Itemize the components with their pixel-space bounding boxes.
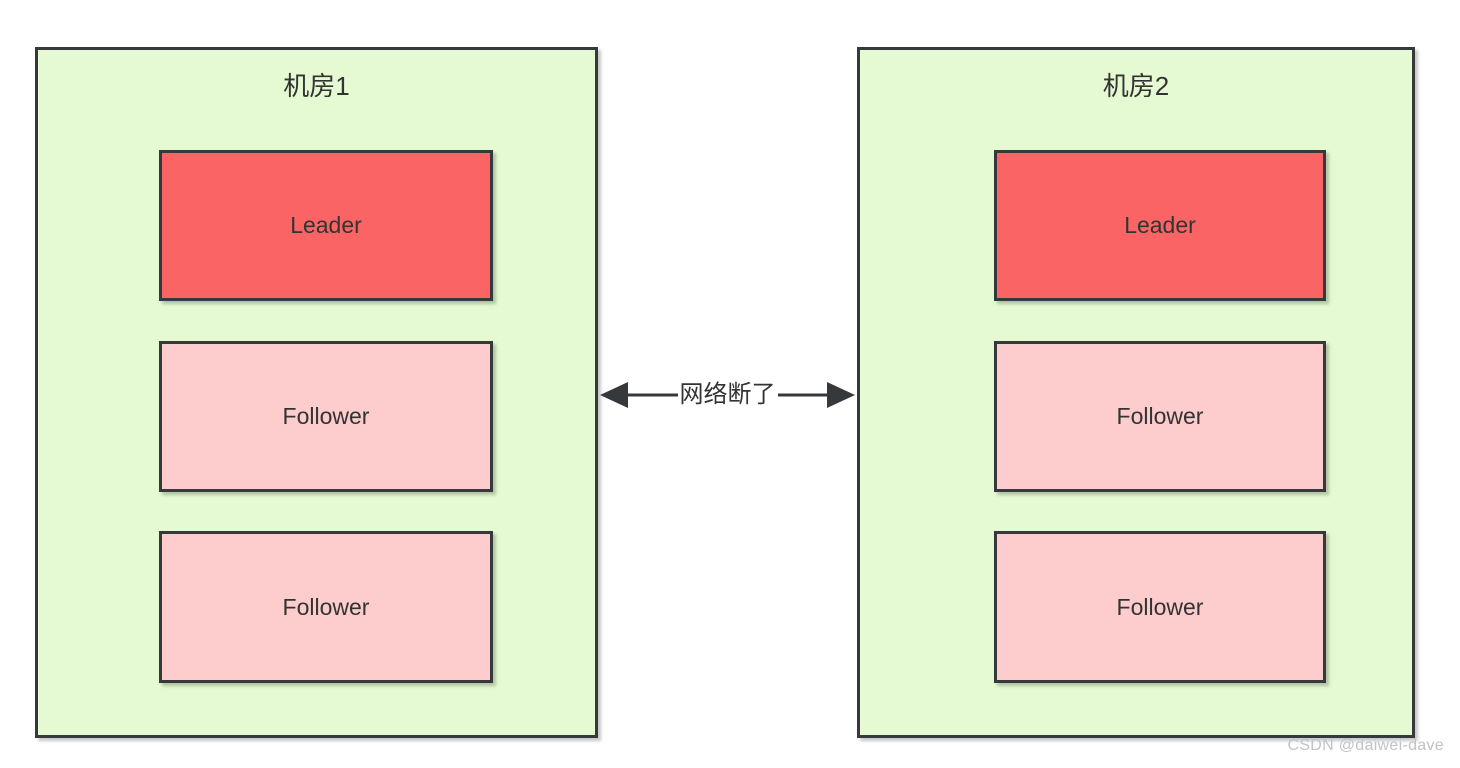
- datacenter-2-node-follower-2[interactable]: Follower: [994, 531, 1326, 683]
- node-label: Follower: [282, 593, 370, 620]
- datacenter-1-title: 机房1: [283, 71, 350, 101]
- node-label: Leader: [1124, 212, 1196, 238]
- datacenter-1-node-follower-2[interactable]: Follower: [159, 531, 493, 683]
- datacenter-2-node-leader[interactable]: Leader: [994, 150, 1326, 301]
- node-label: Follower: [282, 403, 370, 429]
- datacenter-2-node-follower-1[interactable]: Follower: [994, 341, 1326, 492]
- node-label: Follower: [1116, 403, 1204, 429]
- datacenter-panel-1: 机房1 Leader Follower Follower: [35, 47, 598, 738]
- datacenter-1-node-follower-1[interactable]: Follower: [159, 341, 493, 492]
- datacenter-panel-2: 机房2 Leader Follower Follower: [857, 47, 1415, 738]
- datacenter-2-title: 机房2: [1102, 71, 1170, 101]
- node-label: Leader: [290, 212, 362, 238]
- network-link-connector: 网络断了: [598, 372, 857, 418]
- node-label: Follower: [1116, 593, 1204, 620]
- watermark: CSDN @daiwei-dave: [1287, 737, 1444, 754]
- network-link-label: 网络断了: [677, 381, 778, 409]
- datacenter-1-node-leader[interactable]: Leader: [159, 150, 493, 301]
